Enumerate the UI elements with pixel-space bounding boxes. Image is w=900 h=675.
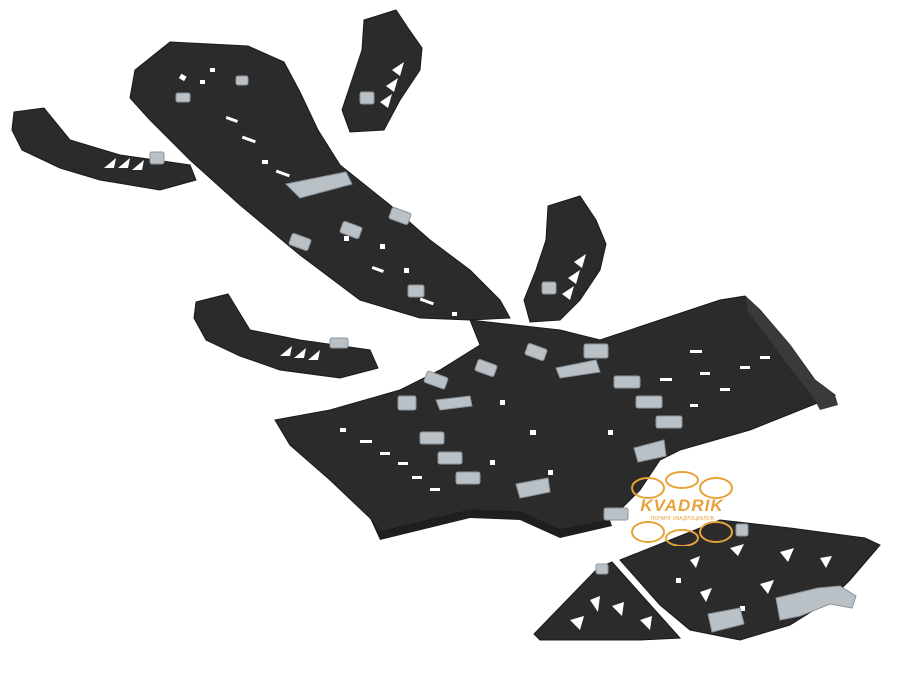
main-plate-brackets [397,343,683,521]
watermark-brand: KVADRIK [640,496,724,515]
main-cross-skid-plate [274,295,838,540]
watermark-tagline: ТЮНИНГ КВАДРОЦИКЛОВ [650,516,714,522]
left-upper-footwell-guard [11,107,197,191]
tire-tread-icon [631,471,733,547]
right-lower-footwell-guard [523,195,607,323]
rear-diamond-plate [619,519,881,641]
frame-plate-brackets [175,75,425,298]
right-upper-footwell-guard [341,9,423,133]
small-triangle-plate [533,561,682,641]
left-lower-footwell-guard [193,293,379,379]
kvadrik-watermark-logo: KVADRIK ТЮНИНГ КВАДРОЦИКЛОВ [628,470,736,547]
rear-plate-brackets [707,523,857,633]
central-frame-plate [129,41,511,321]
